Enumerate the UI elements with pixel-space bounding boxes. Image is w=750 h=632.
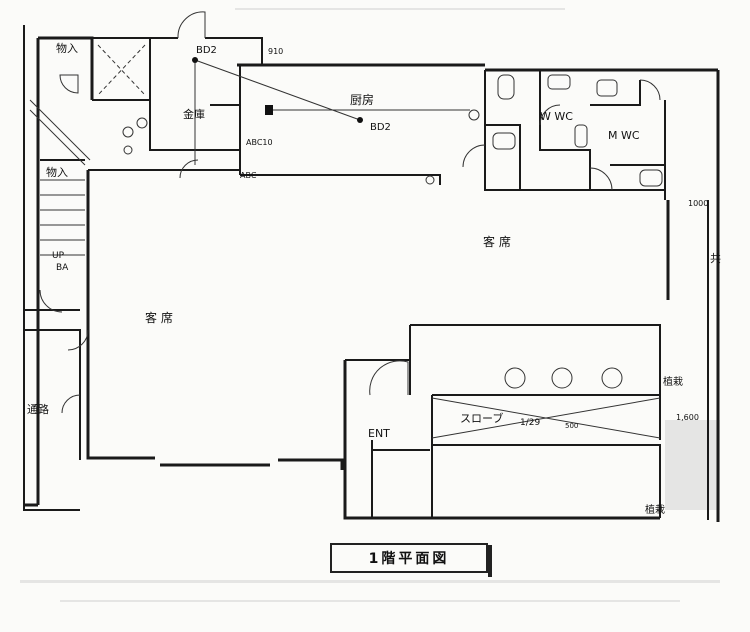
label-dim-1600: 1,600	[676, 413, 699, 422]
walls	[23, 25, 720, 522]
fixtures	[122, 74, 663, 389]
label-planting-top: 植栽	[663, 375, 683, 388]
label-slope: スローブ	[460, 411, 503, 425]
scan-noise	[20, 8, 720, 602]
label-safe-room: 金庫	[183, 107, 205, 121]
label-entrance: ENT	[368, 427, 390, 440]
label-abc10-b: ABC	[240, 171, 257, 180]
label-storage-left: 物入	[46, 165, 68, 179]
label-guest-seats-right: 客 席	[483, 234, 511, 249]
room-labels: 物入 物入 金庫 厨房 W WC M WC 客 席 客 席 通路 ENT スロー…	[27, 41, 721, 516]
duct-lines	[192, 57, 470, 165]
label-planting-bottom: 植栽	[645, 503, 665, 516]
label-upper-right: 共	[710, 252, 721, 265]
drawing-title-box: 1階平面図	[330, 543, 488, 573]
label-bd2-top: BD2	[196, 45, 217, 56]
label-m-wc: M WC	[608, 129, 640, 142]
title-box-shadow	[488, 545, 492, 577]
slope-hatch	[431, 397, 661, 439]
label-dim-910: 910	[268, 47, 283, 56]
label-dim-500: 500	[565, 422, 578, 430]
label-up: UP	[52, 251, 65, 261]
label-bd2-kitchen: BD2	[370, 122, 391, 133]
label-ba: BA	[56, 263, 69, 273]
label-abc10-a: ABC10	[246, 138, 273, 147]
label-passage: 通路	[27, 403, 49, 416]
label-storage-top: 物入	[56, 41, 78, 55]
door-swings	[39, 11, 661, 414]
storage-x-mark	[97, 44, 146, 96]
label-guest-seats-left: 客 席	[145, 310, 173, 325]
label-kitchen: 厨房	[350, 92, 374, 107]
label-w-wc: W WC	[540, 110, 573, 123]
label-slope-ratio: 1/29	[520, 418, 540, 428]
label-dim-1000: 1000	[688, 199, 708, 208]
